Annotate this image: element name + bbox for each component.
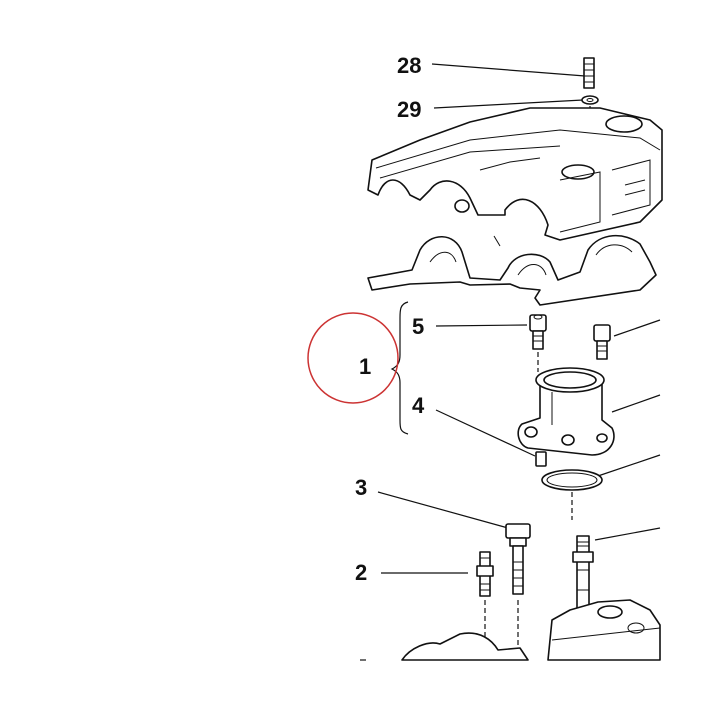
callout-2: 2 <box>355 560 367 585</box>
callout-28: 28 <box>397 53 421 78</box>
callout-4: 4 <box>412 393 425 418</box>
flange-housing <box>517 367 615 456</box>
stud-28 <box>583 57 595 89</box>
cylinder-head <box>360 599 661 661</box>
o-ring <box>541 469 603 520</box>
cylinder-head-cover <box>367 107 663 241</box>
bolt-4 <box>535 451 547 467</box>
callout-labels: 28 29 5 1 4 3 2 <box>355 53 425 585</box>
callout-5: 5 <box>412 314 424 339</box>
group-brace <box>390 301 409 435</box>
leader-lines <box>377 63 661 574</box>
cover-gasket <box>367 234 657 306</box>
callout-1: 1 <box>359 354 371 379</box>
bolt-3 <box>505 523 531 658</box>
callout-3: 3 <box>355 475 367 500</box>
stud-2 <box>476 551 494 658</box>
bolt-5-second <box>593 324 611 360</box>
highlight-circle <box>307 312 399 404</box>
callout-29: 29 <box>397 97 421 122</box>
bolt-5 <box>529 314 547 372</box>
